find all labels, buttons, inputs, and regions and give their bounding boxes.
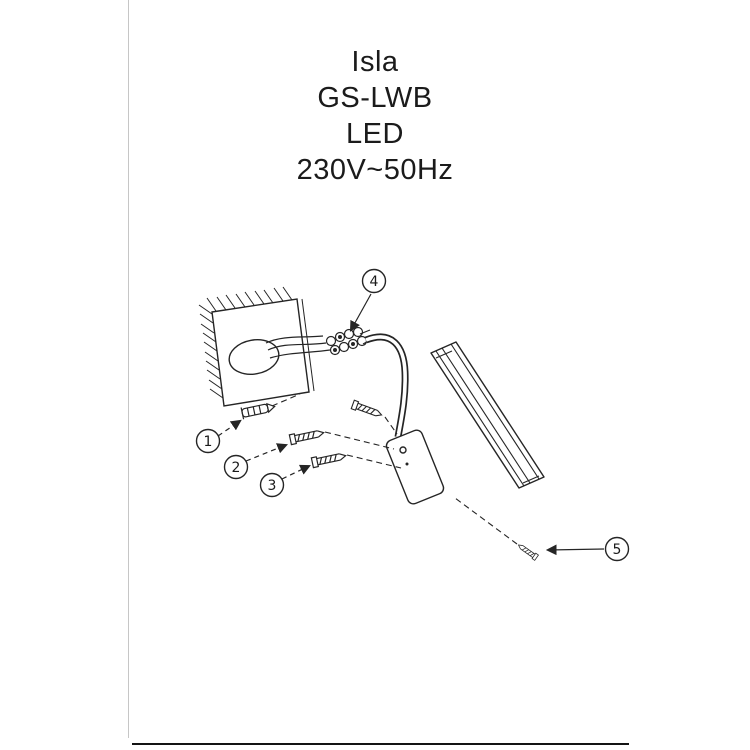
callout-1: 1	[195, 419, 242, 454]
page-border-bottom	[132, 743, 629, 745]
lamp-diffuser-line	[435, 350, 525, 487]
lamp-end-cap	[522, 475, 540, 484]
callout-2-arrow	[245, 443, 289, 462]
wall-anchor	[240, 399, 277, 420]
callout-5: 5	[545, 536, 630, 562]
assembly-guide-lines	[271, 393, 518, 545]
cable-inner	[365, 335, 407, 438]
supply-wires	[265, 329, 373, 359]
callout-5-circle	[604, 536, 630, 562]
wire-nut	[329, 344, 341, 356]
model-title-block: Isla GS-LWB LED 230V~50Hz	[0, 44, 750, 188]
product-name: Isla	[351, 46, 399, 78]
bracket-plate	[385, 429, 445, 505]
callout-4-label: 4	[370, 274, 379, 290]
junction-box-hole	[228, 339, 280, 375]
callout-3-circle	[259, 472, 285, 498]
page-border-left	[128, 0, 129, 738]
lamp-housing	[430, 341, 545, 489]
wire-nut	[325, 335, 337, 347]
callout-1-label: 1	[204, 434, 213, 450]
wire-nut	[338, 341, 350, 353]
callout-1-arrow	[217, 419, 242, 437]
wire-nut-dot	[333, 348, 338, 353]
mounting-bracket	[385, 429, 445, 505]
fixing-screw	[516, 541, 539, 561]
wire-nut-dot	[338, 335, 343, 340]
callout-3-arrow	[281, 464, 311, 480]
voltage-rating: 230V~50Hz	[296, 154, 454, 186]
lamp-end-cap	[435, 350, 453, 359]
fasteners	[240, 399, 539, 561]
callout-2-label: 2	[232, 460, 241, 476]
wire-nut	[356, 335, 368, 347]
wire	[267, 342, 327, 351]
callout-4-circle	[361, 268, 387, 294]
lamp-diffuser-line	[441, 347, 531, 484]
lamp-body	[430, 341, 545, 489]
wire-nut	[343, 328, 355, 340]
guide-line-screw-top	[384, 416, 398, 435]
mounting-screw	[350, 399, 384, 420]
callout-3-label: 3	[268, 478, 277, 494]
junction-box-outline	[211, 298, 310, 407]
wall-hatching-top	[206, 286, 293, 312]
wall-hatching-left	[198, 304, 224, 399]
wire-nut	[347, 338, 359, 350]
mounting-screw	[310, 450, 348, 469]
guide-line-fixing-screw	[454, 497, 518, 545]
callout-4-arrow	[349, 293, 372, 332]
lamp-diffuser-line	[450, 343, 540, 480]
wire-nut-dot	[351, 342, 356, 347]
callout-1-circle	[195, 428, 221, 454]
callout-5-label: 5	[613, 542, 622, 558]
wire	[265, 335, 324, 344]
wire-nut	[334, 331, 346, 343]
guide-line-anchor	[271, 393, 301, 407]
guide-line-screw-mid	[324, 431, 395, 450]
callout-2: 2	[223, 443, 289, 480]
callout-4: 4	[349, 268, 387, 332]
callout-5-arrow	[545, 544, 605, 556]
bracket-screw-hole	[399, 446, 407, 454]
wire-nut	[352, 326, 364, 338]
power-cable	[364, 333, 409, 438]
wire-connectors	[325, 326, 368, 356]
junction-box	[198, 286, 315, 407]
callout-2-circle	[223, 454, 249, 480]
bracket-pin-dot	[405, 462, 409, 466]
lamp-type: LED	[346, 118, 404, 150]
junction-box-depth-edge	[301, 298, 315, 392]
mounting-screw	[288, 427, 326, 446]
wire	[269, 349, 331, 359]
callout-3: 3	[259, 464, 311, 498]
model-code: GS-LWB	[317, 82, 433, 114]
